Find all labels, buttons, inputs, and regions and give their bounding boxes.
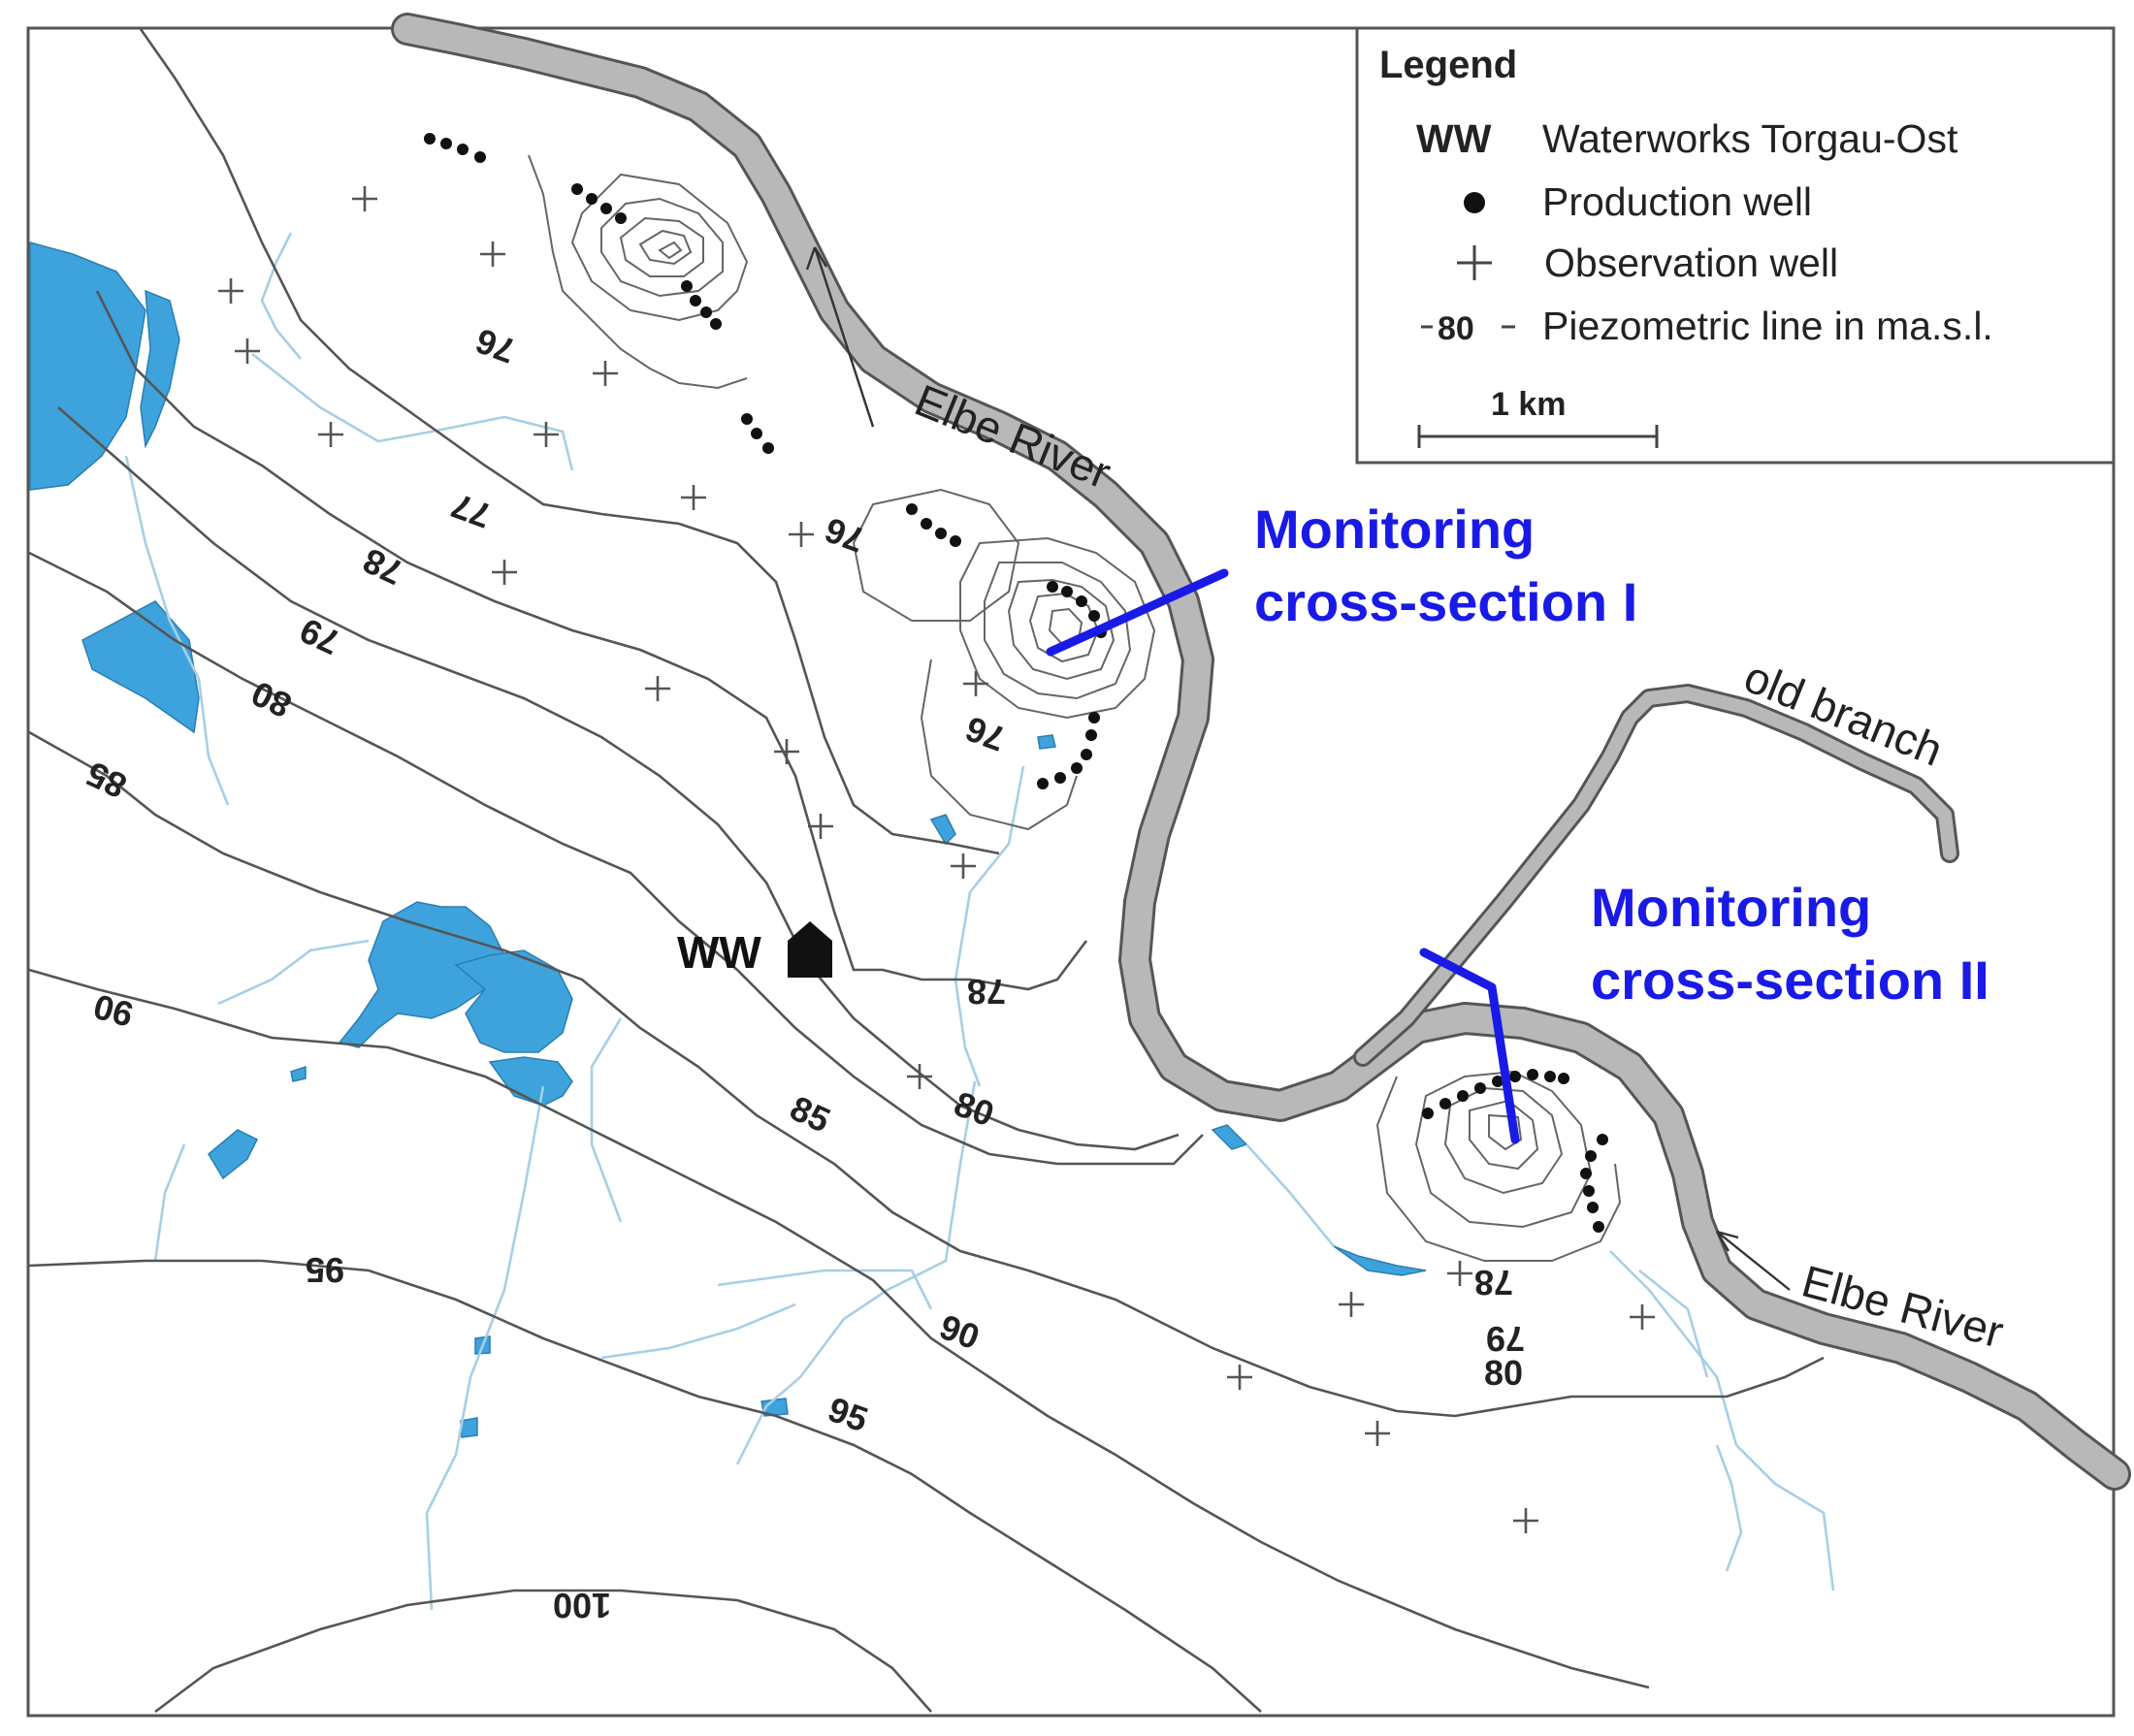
cross-section-i-label: cross-section I [1254,571,1637,632]
pond-southeast [1333,1245,1427,1276]
waterworks-icon [788,921,832,978]
contour-85 [28,730,1825,1418]
legend-waterworks-label: Waterworks Torgau-Ost [1542,116,1958,161]
legend-title: Legend [1379,44,1517,86]
legend-waterworks-symbol: WW [1416,116,1492,161]
contour-79 [57,406,1180,1151]
elbe-river [391,13,2131,1491]
contour-80 [28,551,1204,1166]
lake-west [29,241,146,491]
legend-scale-label: 1 km [1491,386,1567,423]
legend-box [1355,26,2116,465]
legend-piezometric-symbol: 80 [1438,310,1474,347]
scale-bar [1417,425,1659,448]
contour-label: 80 [1484,1353,1523,1393]
observation-wells [218,186,1655,1533]
pond-south-1 [208,1129,259,1180]
cross-section-ii-label: Monitoring [1591,877,1871,938]
contour-label: 100 [553,1586,611,1625]
legend-production-well-label: Production well [1542,179,1812,224]
cross-section-ii-line [1419,948,1520,1144]
lake-central-south [488,1056,573,1107]
contour-label: 79 [1486,1319,1525,1359]
contour-78 [95,290,1088,991]
contour-label: 78 [1474,1263,1513,1302]
contour-label: 78 [967,972,1006,1012]
legend-piezometric-label: Piezometric line in ma.s.l. [1542,304,1993,348]
production-well-icon [1464,192,1485,213]
streams [124,232,1835,1611]
flow-arrows [805,246,1791,1291]
cross-section-i-line [1046,568,1229,657]
lake-west-inlet [140,289,180,449]
waterworks-label: WW [677,927,761,978]
production-wells [424,133,1608,1233]
observation-well-icon [1457,245,1492,280]
cross-section-i-label: Monitoring [1254,498,1535,560]
legend-observation-well-label: Observation well [1544,241,1838,285]
contour-77 [139,28,1000,855]
cross-section-ii-label: cross-section II [1591,949,1989,1011]
lake-central-east [454,949,573,1053]
pond-east-1 [929,814,956,846]
legend: Legend WW Waterworks Torgau-Ost Producti… [1355,26,2116,465]
contour-100 [154,1589,932,1714]
contour-label: 95 [306,1250,344,1290]
contour-90 [28,968,1650,1689]
pond-east-2 [1037,734,1056,750]
contour-95 [28,1259,1262,1713]
pond-south-2 [290,1065,307,1082]
pond-west-mid [81,600,200,734]
